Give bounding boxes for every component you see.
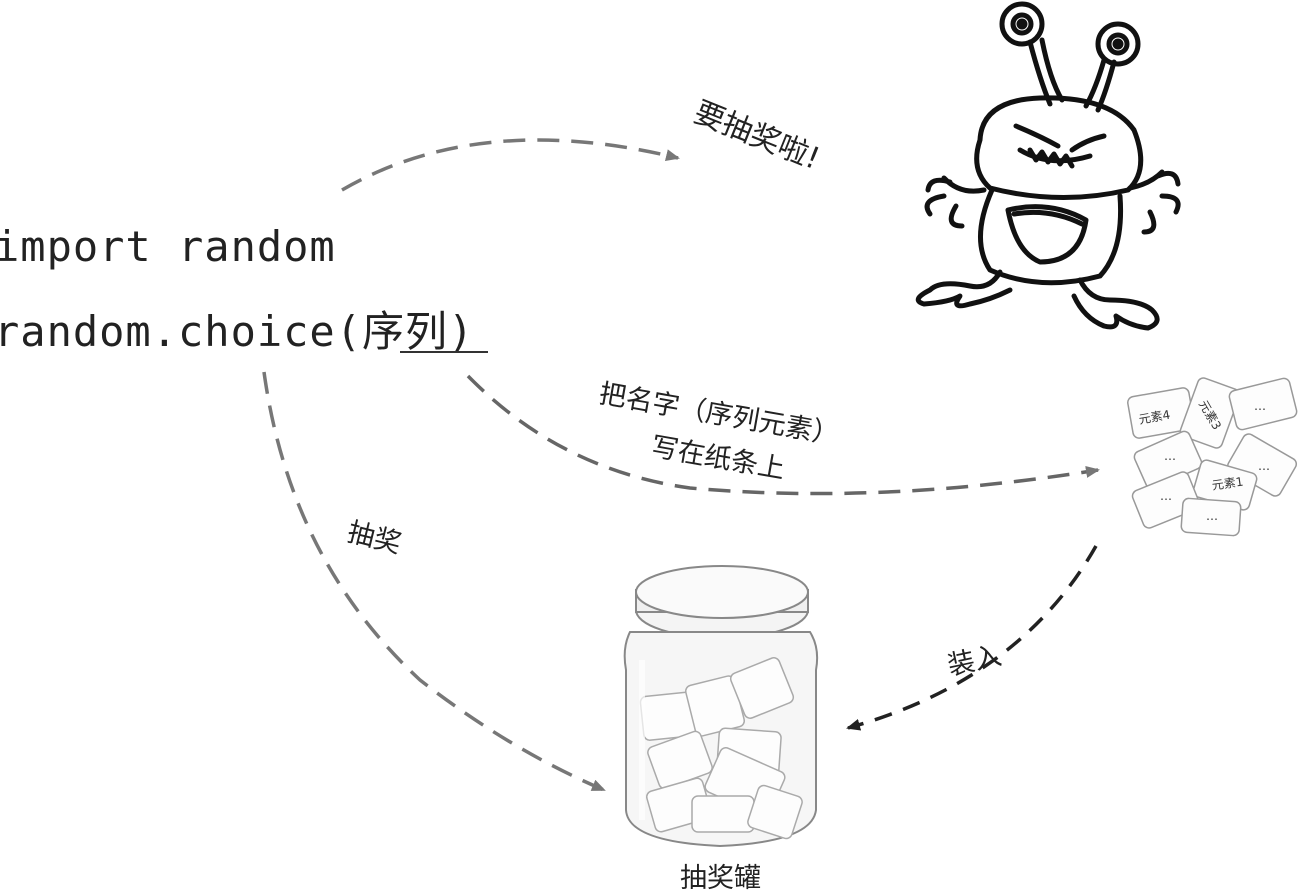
arrow-draw-to-jar (262, 371, 606, 792)
jar-icon (623, 565, 819, 848)
paper-label: … (1254, 399, 1266, 413)
label-write-line2: 写在纸条上 (649, 431, 787, 485)
paper-label: 元素1 (1211, 474, 1244, 492)
label-put-in: 装入 (945, 640, 1004, 682)
arrow-papers-to-jar (846, 545, 1098, 731)
paper-label: … (1164, 449, 1176, 463)
code-line-choice: random.choice(序列) (0, 307, 475, 356)
label-write-line1: 把名字（序列元素） (597, 378, 842, 451)
paper-label: … (1160, 489, 1172, 503)
paper-label: … (1258, 459, 1270, 473)
paper-label: … (1206, 509, 1218, 523)
code-line-import: import random (0, 222, 336, 271)
label-draw: 抽奖 (344, 517, 404, 560)
label-monster-speech: 要抽奖啦! (689, 95, 825, 177)
paper-slips-icon (1127, 377, 1298, 537)
code-arg-sequence: 序列 (362, 307, 449, 356)
label-jar: 抽奖罐 (680, 863, 761, 893)
arrow-to-monster (341, 138, 680, 192)
paper-label: 元素4 (1138, 408, 1172, 427)
monster-icon (915, 1, 1181, 331)
